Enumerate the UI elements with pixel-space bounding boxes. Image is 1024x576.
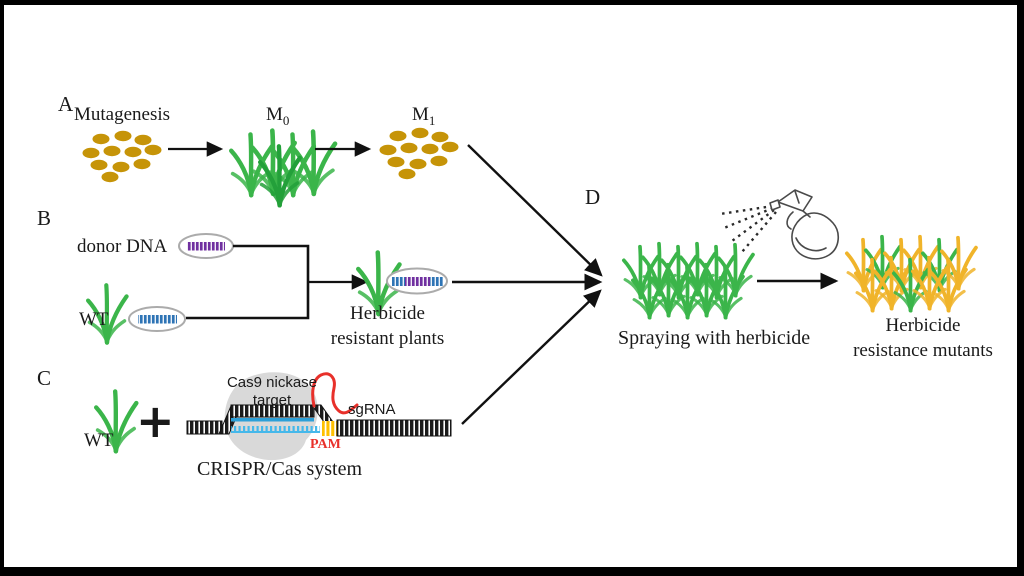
panel-b-label: B [37, 206, 52, 230]
dna-double-strand-icon [186, 404, 452, 437]
sgrna-label: sgRNA [348, 401, 396, 418]
wt-dna-plasmid-icon [128, 306, 186, 332]
sgrna-loop-icon [311, 372, 359, 415]
crispr-system-label: CRISPR/Cas system [197, 458, 363, 480]
target-label: target [252, 392, 292, 409]
spraying-label: Spraying with herbicide [618, 327, 811, 349]
recombinant-dna-plasmid-icon [386, 267, 448, 295]
panel-c-label: C [37, 366, 52, 390]
mutagenesis-label: Mutagenesis [74, 104, 171, 125]
plant-field-mutant-icon [844, 234, 978, 313]
donor-dna-plasmid-icon [178, 233, 234, 259]
m0-plant-cluster-icon [231, 131, 335, 206]
frame-border-right [1017, 0, 1024, 576]
panel-d-label: D [585, 185, 601, 209]
m1-label: M1 [412, 104, 436, 128]
frame-border-bottom [0, 567, 1024, 576]
spray-mist-icon [719, 204, 777, 253]
plant-field-green-icon [624, 244, 753, 318]
cas9-nickase-label: Cas9 nickase [226, 374, 318, 391]
wt-label-c: WT [84, 430, 114, 451]
resistance-mutants-label: Herbicide resistance mutants [853, 315, 993, 361]
pam-label: PAM [310, 437, 341, 452]
mutagenesis-seed-cluster-icon [82, 130, 162, 183]
spray-bottle-icon [769, 189, 839, 260]
resistant-plants-label: Herbicide resistant plants [330, 303, 445, 349]
m0-label: M0 [266, 104, 290, 128]
donor-dna-label: donor DNA [77, 236, 168, 257]
m1-seed-cluster-icon [379, 127, 459, 180]
frame-border-left [0, 0, 4, 576]
plus-sign: + [136, 394, 175, 448]
converging-arrows [452, 144, 603, 425]
panel-a-label: A [58, 92, 74, 116]
wt-label-b: WT [79, 309, 109, 330]
frame-border-top [0, 0, 1024, 5]
